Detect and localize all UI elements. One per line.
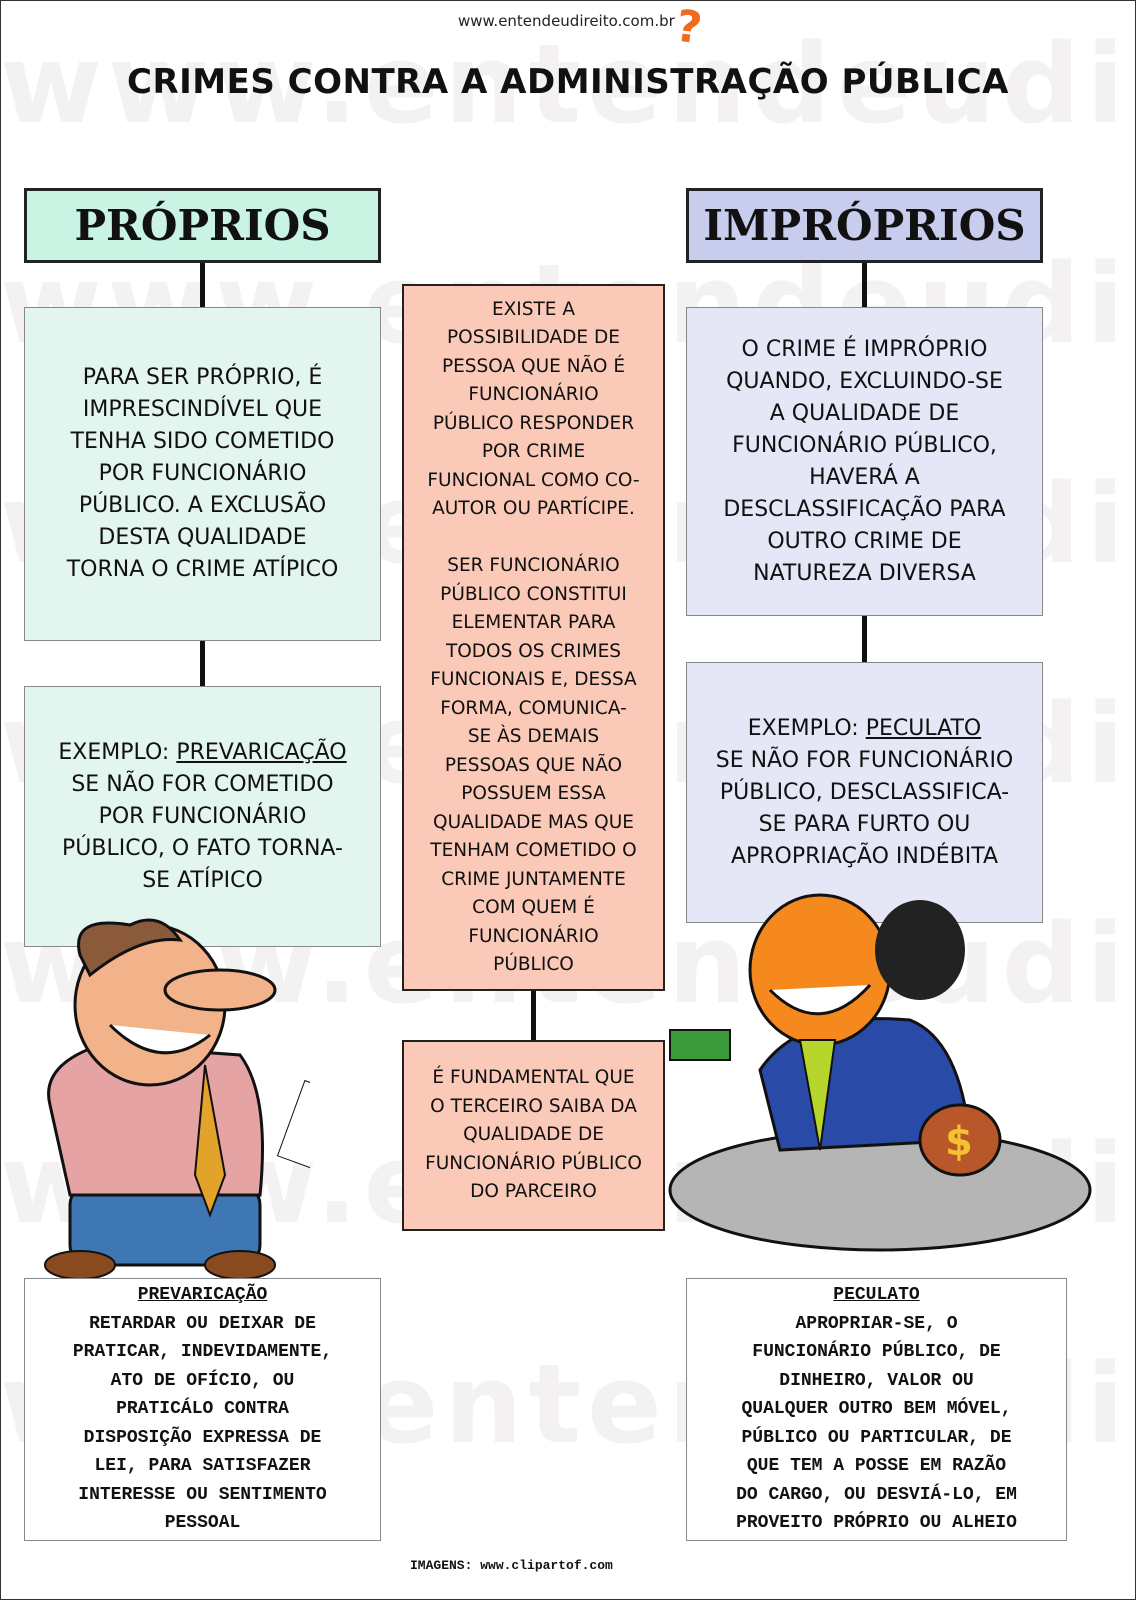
middle-note: É FUNDAMENTAL QUE O TERCEIRO SAIBA DA QU… [402,1040,665,1231]
proprios-example: EXEMPLO: PREVARICAÇÃO SE NÃO FOR COMETID… [24,686,381,947]
image-credits: IMAGENS: www.clipartof.com [410,1558,613,1573]
middle-explanation: EXISTE A POSSIBILIDADE DE PESSOA QUE NÃO… [402,284,665,991]
page-title: CRIMES CONTRA A ADMINISTRAÇÃO PÚBLICA [127,62,1009,102]
example-text: SE NÃO FOR FUNCIONÁRIO PÚBLICO, DESCLASS… [715,747,1014,869]
corrupt-official-money-illustration: $ [668,893,1092,1252]
example-label: EXEMPLO: [58,739,170,765]
dollar-sign-icon: $ [945,1119,973,1165]
prevaricacao-definition: PREVARICAÇÃO RETARDAR OU DEIXAR DE PRATI… [24,1278,381,1541]
improprios-example: EXEMPLO: PECULATO SE NÃO FOR FUNCIONÁRIO… [686,662,1043,923]
connector-line [531,990,536,1041]
watermark: www.entendeudireito.com.br [0,20,1136,148]
peculato-definition: PECULATO APROPRIAR-SE, O FUNCIONÁRIO PÚB… [686,1278,1067,1541]
definition-text: RETARDAR OU DEIXAR DE PRATICAR, INDEVIDA… [72,1313,333,1534]
official-burning-paper-illustration [44,918,310,1280]
site-logo-text: www.entendeudireito.com.br [458,12,675,30]
example-text: SE NÃO FOR COMETIDO POR FUNCIONÁRIO PÚBL… [62,771,343,893]
example-label: EXEMPLO: [747,715,859,741]
example-crime: PECULATO [865,715,982,741]
definition-title: PREVARICAÇÃO [137,1285,268,1306]
proprios-definition: PARA SER PRÓPRIO, É IMPRESCINDÍVEL QUE T… [24,307,381,641]
proprios-heading: PRÓPRIOS [24,188,381,263]
improprios-definition: O CRIME É IMPRÓPRIO QUANDO, EXCLUINDO-SE… [686,307,1043,616]
definition-title: PECULATO [833,1285,920,1306]
definition-text: APROPRIAR-SE, O FUNCIONÁRIO PÚBLICO, DE … [736,1313,1017,1534]
connector-line [200,262,205,308]
connector-line [862,615,867,663]
connector-line [862,262,867,308]
example-crime: PREVARICAÇÃO [176,739,347,765]
improprios-heading: IMPRÓPRIOS [686,188,1043,263]
connector-line [200,640,205,687]
